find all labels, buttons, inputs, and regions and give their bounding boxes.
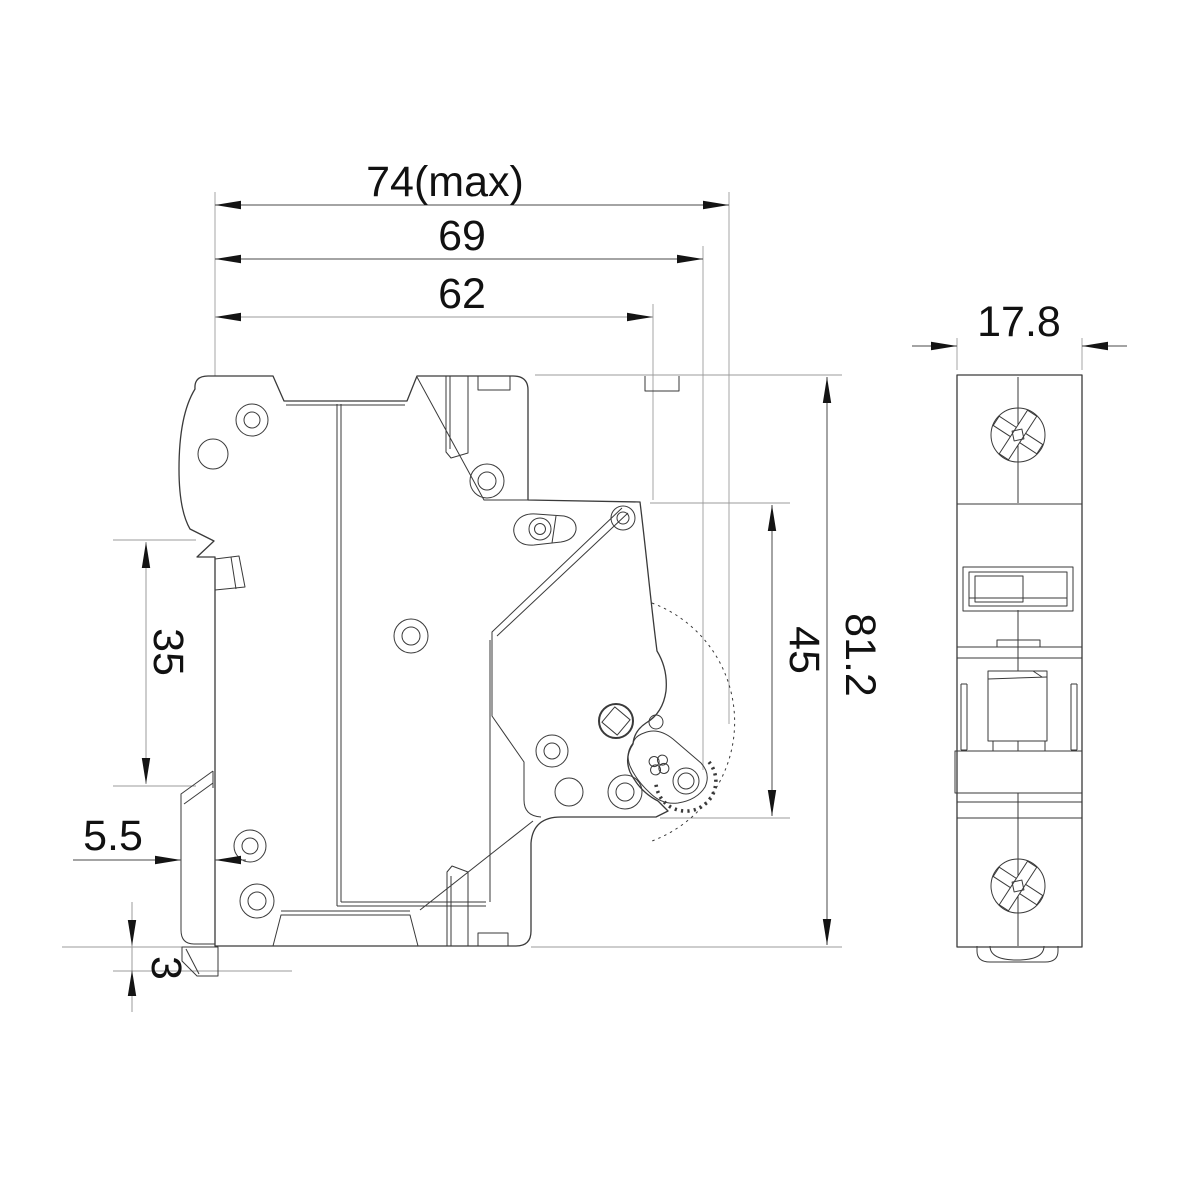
dimensions: 74(max) 69 62 81.2 45 [73, 158, 1127, 1012]
top-edge-rect [477, 376, 511, 391]
dimension-label-35: 35 [144, 628, 192, 676]
gear-lever [627, 730, 718, 813]
arrowhead-down-icon [822, 919, 832, 945]
arrowhead-up-icon [141, 542, 151, 568]
toggle-recess [960, 683, 1078, 751]
rivet-top-left [235, 403, 269, 437]
dimension-3: 3 [127, 902, 190, 1012]
dimension-label-45: 45 [780, 626, 828, 674]
arrowhead-up-icon [767, 505, 777, 531]
cavity-mechanism-wall-inner [496, 512, 629, 637]
front-view [954, 374, 1083, 963]
dimension-label-74max: 74(max) [366, 158, 524, 206]
arrowhead-left-icon [215, 312, 241, 322]
front-din-clip-tab[interactable] [976, 945, 1059, 963]
rivet-bottom-left-lower [239, 883, 275, 919]
din-clip-slider[interactable] [180, 770, 219, 977]
rivet-bottom-left-upper [233, 829, 267, 863]
dimension-62: 62 [215, 270, 653, 322]
arrowhead-right-icon [677, 254, 703, 264]
trip-shaft [598, 703, 634, 739]
rivet-front-upper [610, 505, 636, 531]
breaker-front-outline [956, 374, 1083, 948]
dimension-69: 69 [215, 212, 703, 264]
dimension-17-8: 17.8 [912, 298, 1127, 351]
toggle-travel-arc [651, 602, 736, 842]
rivet-mechanism-left [535, 734, 569, 768]
cavity-step-bottom [419, 820, 534, 911]
centre-panel-bottom [337, 901, 486, 907]
dimension-5-5: 5.5 [73, 812, 246, 865]
dimension-label-69: 69 [438, 212, 486, 260]
arrowhead-right-icon [627, 312, 653, 322]
arrowhead-right-icon [703, 200, 729, 210]
arrowhead-down-icon [767, 790, 777, 816]
rivet-centre [393, 618, 429, 654]
vent-slot-bottom [446, 865, 469, 946]
toggle-pin-hole [648, 714, 664, 730]
arrowhead-left-icon [215, 855, 241, 865]
clover-cutout [648, 754, 670, 776]
arrowhead-right-icon [155, 855, 181, 865]
arrowhead-left-icon [215, 254, 241, 264]
dimension-81-2: 81.2 [822, 377, 884, 945]
dimension-label-5-5: 5.5 [83, 812, 143, 860]
claw-hole [197, 438, 229, 470]
arrowhead-up-icon [127, 970, 137, 996]
extension-lines [62, 192, 1083, 972]
side-view [178, 375, 736, 977]
dimension-label-17-8: 17.8 [977, 298, 1061, 346]
dimension-74max: 74(max) [215, 158, 729, 210]
seal-lock-element [513, 513, 577, 546]
terminal-screw-top-icon[interactable] [982, 399, 1054, 471]
arrowhead-left-icon [1082, 341, 1108, 351]
gear-teeth [654, 760, 718, 813]
toggle-handle[interactable] [987, 670, 1048, 752]
arrowhead-left-icon [215, 200, 241, 210]
bottom-edge-rect [477, 932, 509, 946]
dimension-label-81-2: 81.2 [836, 613, 884, 697]
toggle-up-position-rect [644, 376, 680, 392]
dimension-label-3: 3 [142, 956, 190, 980]
cavity-mechanism-wall [491, 507, 623, 818]
bottom-skirt [272, 914, 419, 947]
arrowhead-up-icon [822, 377, 832, 403]
centre-panel-left [336, 404, 342, 906]
mechanism-hole [554, 777, 584, 807]
terminal-screw-bottom-icon[interactable] [982, 850, 1054, 922]
rivet-upper-middle [469, 463, 505, 499]
rivet-mechanism-right [607, 774, 643, 810]
front-tab-small [996, 639, 1041, 648]
dimension-label-62: 62 [438, 270, 486, 318]
arrowhead-down-icon [141, 758, 151, 784]
din-rail-tab [214, 555, 246, 591]
mounting-flange-band [954, 750, 1083, 794]
label-window [962, 566, 1074, 612]
arrowhead-right-icon [931, 341, 957, 351]
breaker-side-outline [178, 375, 669, 947]
arrowhead-down-icon [127, 920, 137, 946]
vent-slot-top [445, 376, 469, 459]
dimension-45: 45 [767, 505, 828, 816]
dimension-35: 35 [141, 542, 192, 784]
seal-screw-icon [528, 517, 552, 541]
cavity-step-top [416, 376, 528, 501]
